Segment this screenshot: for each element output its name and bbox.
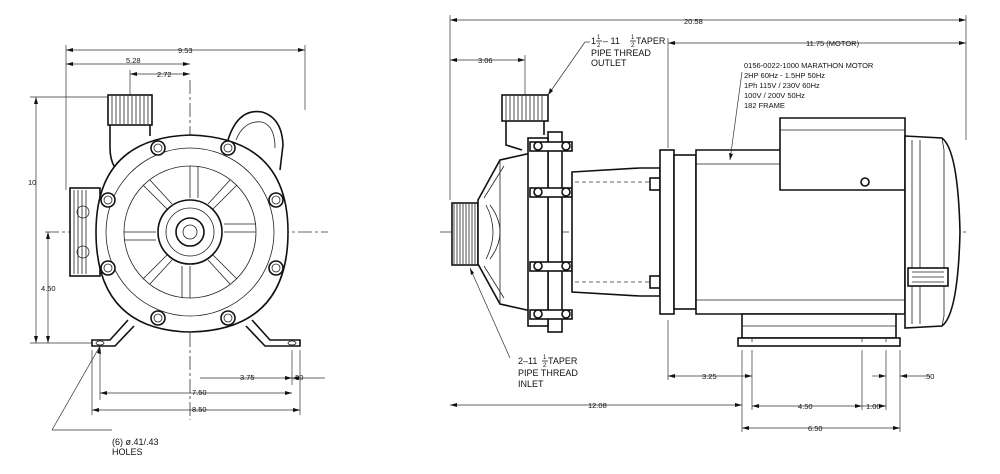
front-dim-lines: [30, 45, 325, 431]
motor-note-line-3: 100V / 200V 50Hz: [744, 91, 805, 100]
dim-foot-hole-span: 4.50: [798, 402, 813, 411]
outlet-note-line3: OUTLET: [591, 58, 627, 68]
inlet-note-line2: PIPE THREAD: [518, 368, 578, 378]
adapter-bump: [227, 110, 284, 171]
dim-motor-length: 11.75 (MOTOR): [806, 39, 860, 48]
inlet-pipe: [451, 202, 479, 266]
svg-text:– 11: – 11: [603, 36, 620, 46]
outlet-frac-den: 2: [597, 43, 601, 49]
impeller-ribs: [123, 165, 257, 299]
impeller-eye-inner: [175, 217, 205, 247]
flange-bolts: [529, 141, 573, 320]
holes-note-line1: (6) ø.41/.43: [112, 437, 159, 447]
motor-end-bell: [904, 135, 961, 329]
motor-c-face: [659, 149, 675, 315]
svg-text:2: 2: [597, 43, 601, 49]
svg-text:TAPER: TAPER: [548, 356, 578, 366]
side-outlet-pipe: [501, 94, 549, 122]
inlet-note-line3: INLET: [518, 379, 544, 389]
svg-text:1: 1: [631, 35, 635, 41]
dim-foot-width: 8.50: [192, 405, 207, 414]
casing-flange: [547, 131, 563, 333]
casing-ring: [105, 147, 275, 317]
svg-text:2: 2: [543, 363, 547, 369]
dim-foot-length: 6.50: [808, 424, 823, 433]
outlet-note-line2: PIPE THREAD: [591, 48, 651, 58]
dim-overall-length: 20.58: [684, 17, 703, 26]
motor-adapter: [571, 167, 661, 297]
outlet-size-whole: 1: [591, 36, 596, 46]
motor-callout: 0156-0022-1000 MARATHON MOTOR 2HP 60Hz -…: [744, 61, 874, 110]
motor-note-line-4: 182 FRAME: [744, 101, 785, 110]
junction-box-screw: [860, 177, 870, 187]
dim-foot-half-span: 3.75: [240, 373, 255, 382]
dim-foot-edge: .50: [293, 373, 303, 382]
motor-note-line-1: 2HP 60Hz - 1.5HP 50Hz: [744, 71, 825, 80]
volute-casing: [95, 134, 289, 333]
inlet-frac-den: 2: [543, 363, 547, 369]
svg-text:2–11: 2–11: [518, 356, 537, 366]
motor-note-line-0: 0156-0022-1000 MARATHON MOTOR: [744, 61, 874, 70]
dim-hole-span: 7.50: [192, 388, 207, 397]
inlet-frac-num: 1: [543, 355, 547, 361]
outlet-size-mid: – 11: [603, 36, 620, 46]
holes-note-line2: HOLES: [112, 447, 143, 457]
inlet-callout: 2–11 1 2 TAPER PIPE THREAD INLET: [518, 355, 578, 389]
front-foot-left: [91, 319, 135, 347]
svg-text:TAPER: TAPER: [636, 36, 666, 46]
outlet-frac-num: 1: [597, 35, 601, 41]
motor-note-line-2: 1Ph 115V / 230V 60Hz: [744, 81, 820, 90]
outlet-frac2-den: 2: [631, 43, 635, 49]
outlet-taper: TAPER: [636, 36, 666, 46]
dim-inlet-to-foot: 12.08: [588, 401, 607, 410]
inlet-taper: TAPER: [548, 356, 578, 366]
outlet-pipe: [107, 94, 153, 126]
side-dim-lines: [449, 15, 967, 432]
dim-shaft-to-outlet: 2.72: [157, 70, 172, 79]
inlet-size-start: 2–11: [518, 356, 537, 366]
svg-text:1: 1: [597, 35, 601, 41]
motor-junction-box: [779, 117, 906, 191]
dim-shaft-height: 4.50: [41, 284, 56, 293]
outlet-threads: [111, 96, 149, 124]
svg-text:1: 1: [591, 36, 596, 46]
impeller-eye-outer: [157, 199, 223, 265]
front-foot-right: [245, 319, 301, 347]
dim-outlet-offset: 5.28: [126, 56, 141, 65]
dim-height: 10: [28, 178, 36, 187]
dim-foot-end: 1.00: [866, 402, 881, 411]
svg-text:1: 1: [543, 355, 547, 361]
side-view: 20.58 11.75 (MOTOR) 3.06 12.08 3.25 4.50…: [440, 15, 968, 433]
dim-foot-offset: 3.25: [702, 372, 717, 381]
outlet-frac2-num: 1: [631, 35, 635, 41]
front-view: 9.53 5.28 2.72 10 4.50 3.75 .50 7.50 8.5…: [28, 45, 328, 457]
dim-outlet-to-front: 3.06: [478, 56, 493, 65]
dim-overall-width: 9.53: [178, 46, 193, 55]
dim-side-foot-edge: .50: [924, 372, 934, 381]
outlet-callout: 1 1 2 – 11 1 2 TAPER PIPE THREAD OUTLET: [591, 35, 666, 68]
svg-text:2: 2: [631, 43, 635, 49]
casing-bolts: [100, 140, 284, 326]
